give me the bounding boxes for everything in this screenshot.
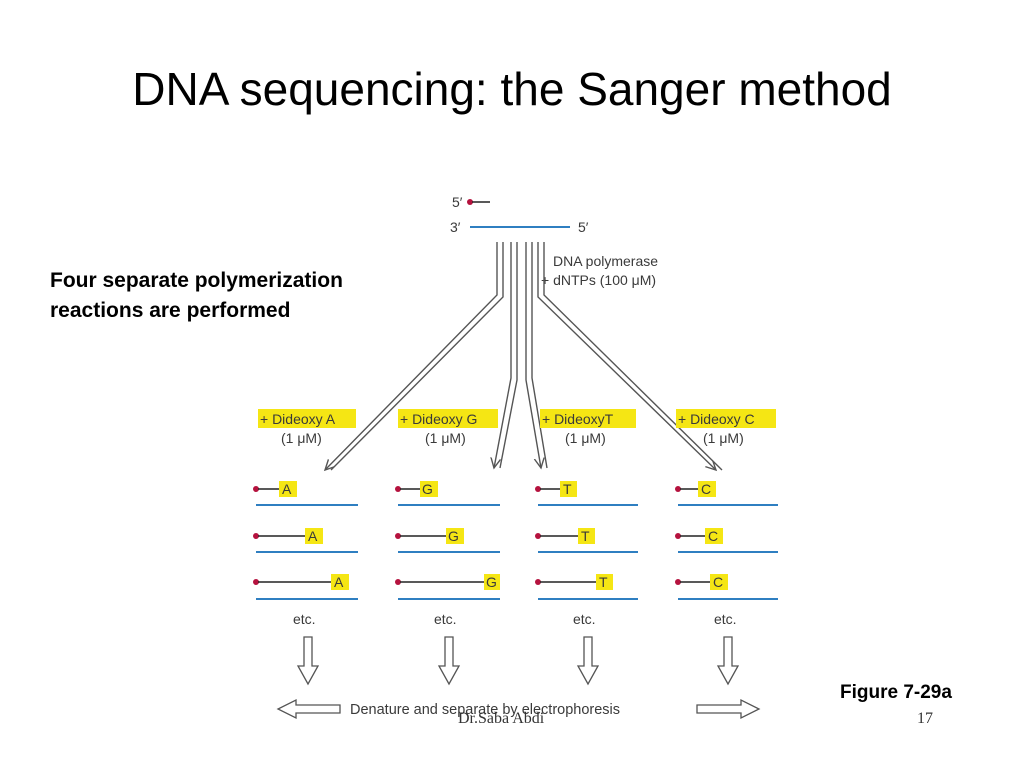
reaction-c-conc: (1 μM) [703,430,744,446]
branch-arrow-a-shadow [330,242,504,471]
fragment-c-1-base: C [701,481,711,497]
right-arrow [696,698,761,720]
reaction-c-label: + Dideoxy C [678,411,755,427]
reaction-t-label: + DideoxyT [542,411,614,427]
branch-arrow-a [325,242,498,470]
polymerase-line-2: + dNTPs (100 μM) [541,272,656,288]
down-arrow-a [296,636,320,686]
electrophoresis-label: Denature and separate by electrophoresis [350,702,620,718]
polymerase-line-1: DNA polymerase [553,253,658,269]
branch-arrows [325,242,723,471]
primer-5prime-label: 5′ [452,194,463,210]
fragments-g: G G G [395,481,500,600]
figure-reference: Figure 7-29a [840,682,952,703]
electrophoresis-arrows [276,698,761,720]
reaction-a-label: + Dideoxy A [260,411,336,427]
fragment-t-1-base: T [563,481,572,497]
fragment-t-3-base: T [599,574,608,590]
branch-arrow-g [494,242,512,468]
reaction-t-highlight [540,409,636,428]
branch-arrow-c-shadow [543,242,723,471]
reaction-a-highlight [258,409,356,428]
branch-arrow-t [525,242,541,468]
footer-author: Dr.Saba Abdi [458,710,545,727]
branch-arrow-t-shadow [531,242,548,469]
etc-c: etc. [714,611,737,627]
reaction-g-label: + Dideoxy G [400,411,477,427]
caption: Four separate polymerization reactions a… [50,266,343,326]
fragment-a-1-base: A [282,481,292,497]
template-5prime-label: 5′ [578,219,589,235]
fragments-c: C C C [675,481,778,600]
fragment-g-3-base: G [486,574,497,590]
branch-arrow-g-shadow [499,242,518,469]
down-arrow-t [576,636,600,686]
fragment-a-3-base: A [334,574,344,590]
fragment-g-2-base: G [448,528,459,544]
fragment-t-2-base: T [581,528,590,544]
reaction-c-highlight [676,409,776,428]
fragment-c-2-base: C [708,528,718,544]
primer-dot [467,199,473,205]
page-number: 17 [917,710,933,727]
template-3prime-label: 3′ [450,219,461,235]
down-arrow-c [716,636,740,686]
fragment-c-3-base: C [713,574,723,590]
down-arrows [296,636,740,686]
branch-arrow-c [537,242,716,470]
slide-title: DNA sequencing: the Sanger method [132,63,892,115]
reaction-t-conc: (1 μM) [565,430,606,446]
caption-line-1: Four separate polymerization [50,269,343,292]
reaction-g-highlight [398,409,498,428]
etc-g: etc. [434,611,457,627]
fragment-g-1-base: G [422,481,433,497]
reaction-g-conc: (1 μM) [425,430,466,446]
etc-t: etc. [573,611,596,627]
fragment-a-2-base: A [308,528,318,544]
reaction-a-conc: (1 μM) [281,430,322,446]
fragments-a: A A A [253,481,358,600]
etc-a: etc. [293,611,316,627]
left-arrow [276,698,341,720]
fragments-t: T T T [535,481,638,600]
down-arrow-g [437,636,461,686]
caption-line-2: reactions are performed [50,299,291,322]
